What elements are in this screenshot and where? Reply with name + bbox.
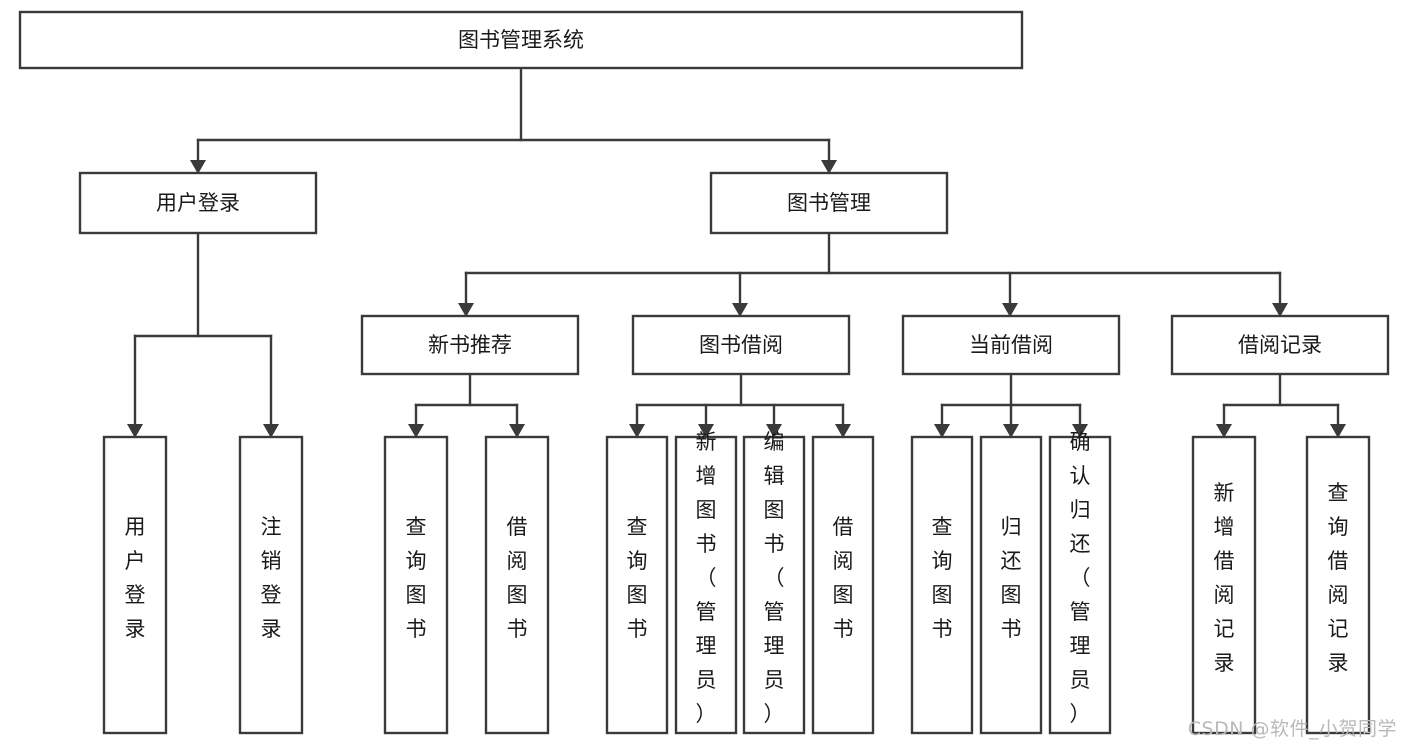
node-leaf-user-login-box[interactable]	[102, 435, 168, 735]
node-leaf-edit-book-box[interactable]	[742, 435, 806, 735]
node-leaf-query-book-2[interactable]: 查询图书	[605, 435, 669, 735]
node-user-login-label: 用户登录	[156, 191, 240, 215]
arrow-to-leaf-borrow-book-2	[835, 424, 851, 438]
node-leaf-user-login-label: 用户登录	[125, 515, 146, 641]
arrow-to-book-borrow	[732, 303, 748, 317]
node-leaf-confirm-return-box[interactable]	[1048, 435, 1112, 735]
node-leaf-query-record-label: 查询借阅记录	[1328, 481, 1349, 675]
node-leaf-query-book-1-label: 查询图书	[406, 515, 427, 641]
node-leaf-query-book-3-label: 查询图书	[932, 515, 953, 641]
node-book-management-label: 图书管理	[787, 191, 871, 215]
node-user-login[interactable]: 用户登录	[78, 171, 318, 235]
node-leaf-return-book-label: 归还图书	[1001, 515, 1022, 641]
node-root[interactable]: 图书管理系统	[18, 10, 1024, 70]
node-borrow-record[interactable]: 借阅记录	[1170, 314, 1390, 376]
node-book-management[interactable]: 图书管理	[709, 171, 949, 235]
node-leaf-borrow-book-2-label: 借阅图书	[833, 515, 854, 641]
arrow-to-leaf-user-login	[127, 424, 143, 438]
node-leaf-edit-book[interactable]: 编辑图书（管理员）	[742, 430, 806, 735]
node-leaf-return-book-box[interactable]	[979, 435, 1043, 735]
node-leaf-query-record[interactable]: 查询借阅记录	[1305, 435, 1371, 735]
node-leaf-user-logout-label: 注销登录	[261, 515, 282, 641]
node-book-borrow-box[interactable]	[631, 314, 851, 376]
node-leaf-add-book-box[interactable]	[674, 435, 738, 735]
node-leaf-query-book-2-box[interactable]	[605, 435, 669, 735]
node-leaf-borrow-book-1[interactable]: 借阅图书	[484, 435, 550, 735]
node-leaf-query-book-1[interactable]: 查询图书	[383, 435, 449, 735]
node-current-borrow-label: 当前借阅	[969, 333, 1053, 357]
arrow-to-current-borrow	[1002, 303, 1018, 317]
arrow-to-leaf-add-record	[1216, 424, 1232, 438]
node-borrow-record-label: 借阅记录	[1238, 333, 1322, 357]
arrow-to-borrow-record	[1272, 303, 1288, 317]
arrow-to-leaf-query-book-1	[408, 424, 424, 438]
arrow-to-book-management	[821, 160, 837, 174]
node-new-book-recommend-label: 新书推荐	[428, 333, 512, 357]
node-leaf-query-record-box[interactable]	[1305, 435, 1371, 735]
node-leaf-confirm-return-label: 确认归还（管理员）	[1070, 430, 1091, 726]
node-root-box[interactable]	[18, 10, 1024, 70]
node-leaf-query-book-1-box[interactable]	[383, 435, 449, 735]
arrow-to-leaf-query-book-2	[629, 424, 645, 438]
node-leaf-borrow-book-2-box[interactable]	[811, 435, 875, 735]
node-leaf-borrow-book-2[interactable]: 借阅图书	[811, 435, 875, 735]
arrow-to-leaf-query-record	[1330, 424, 1346, 438]
arrow-to-leaf-return-book	[1003, 424, 1019, 438]
node-leaf-borrow-book-1-box[interactable]	[484, 435, 550, 735]
node-leaf-user-login[interactable]: 用户登录	[102, 435, 168, 735]
node-leaf-confirm-return[interactable]: 确认归还（管理员）	[1048, 430, 1112, 735]
arrow-to-leaf-confirm-return	[1072, 424, 1088, 438]
node-leaf-query-book-2-label: 查询图书	[627, 515, 648, 641]
node-leaf-add-book-label: 新增图书（管理员）	[696, 430, 717, 726]
node-leaf-borrow-book-1-label: 借阅图书	[507, 515, 528, 641]
node-leaf-add-record-label: 新增借阅记录	[1214, 481, 1235, 675]
node-leaf-add-book[interactable]: 新增图书（管理员）	[674, 430, 738, 735]
node-current-borrow-box[interactable]	[901, 314, 1121, 376]
node-leaf-user-logout[interactable]: 注销登录	[238, 435, 304, 735]
arrow-to-leaf-borrow-book-1	[509, 424, 525, 438]
node-leaf-add-record[interactable]: 新增借阅记录	[1191, 435, 1257, 735]
node-leaf-user-logout-box[interactable]	[238, 435, 304, 735]
node-leaf-return-book[interactable]: 归还图书	[979, 435, 1043, 735]
node-new-book-recommend-box[interactable]	[360, 314, 580, 376]
node-borrow-record-box[interactable]	[1170, 314, 1390, 376]
connector-layer	[127, 66, 1346, 438]
node-root-label: 图书管理系统	[458, 28, 584, 52]
node-new-book-recommend[interactable]: 新书推荐	[360, 314, 580, 376]
arrow-to-leaf-query-book-3	[934, 424, 950, 438]
csdn-watermark: CSDN @软件_小贺同学	[1187, 718, 1397, 740]
node-leaf-add-record-box[interactable]	[1191, 435, 1257, 735]
node-leaf-edit-book-label: 编辑图书（管理员）	[764, 430, 785, 726]
node-book-management-box[interactable]	[709, 171, 949, 235]
arrow-to-leaf-user-logout	[263, 424, 279, 438]
node-current-borrow[interactable]: 当前借阅	[901, 314, 1121, 376]
arrow-to-new-book-recommend	[458, 303, 474, 317]
node-leaf-query-book-3-box[interactable]	[910, 435, 974, 735]
arrow-to-leaf-add-book	[698, 424, 714, 438]
node-leaf-query-book-3[interactable]: 查询图书	[910, 435, 974, 735]
node-user-login-box[interactable]	[78, 171, 318, 235]
arrow-to-user-login	[190, 160, 206, 174]
node-book-borrow[interactable]: 图书借阅	[631, 314, 851, 376]
arrow-to-leaf-edit-book	[766, 424, 782, 438]
node-book-borrow-label: 图书借阅	[699, 333, 783, 357]
